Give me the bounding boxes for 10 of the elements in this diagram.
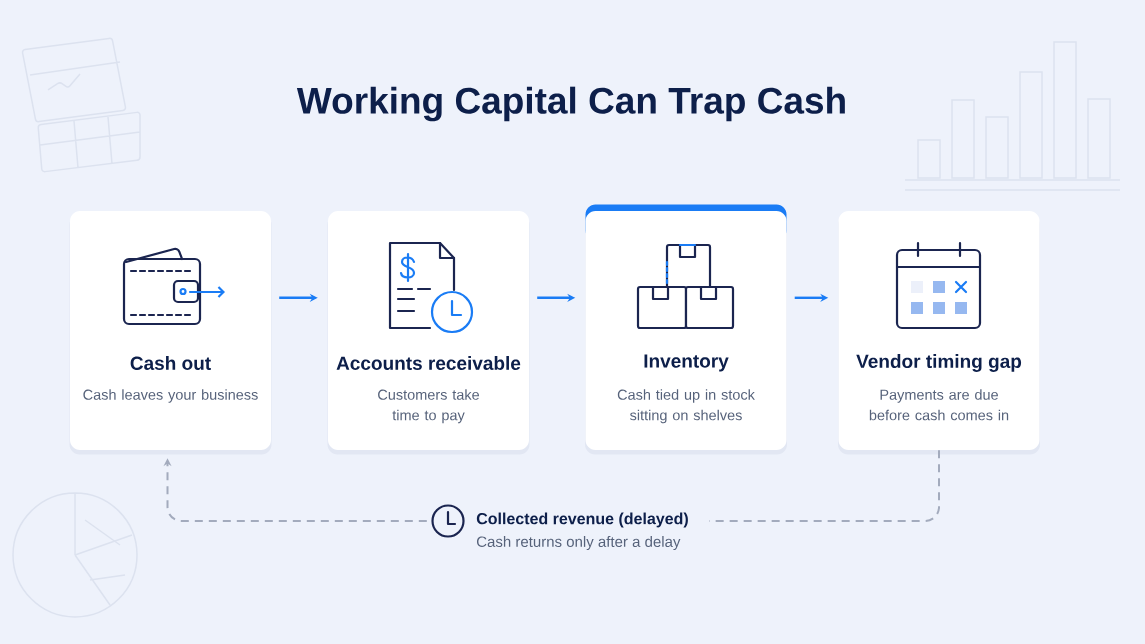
card-description: Customers take time to pay [378, 389, 479, 424]
callout-description: Cash returns only after a delay [477, 536, 681, 550]
card-description: Payments are due before cash comes in [869, 389, 1009, 421]
callout-title: Collected revenue (delayed) [476, 512, 688, 528]
title: Working Capital Can Trap Cash [296, 86, 845, 122]
card-title: Accounts receivable [336, 356, 521, 370]
connector-line [708, 449, 940, 522]
card-title: Cash out [130, 356, 211, 370]
card-title: Vendor timing gap [856, 354, 1022, 372]
card-description: Cash leaves your business [83, 389, 258, 403]
